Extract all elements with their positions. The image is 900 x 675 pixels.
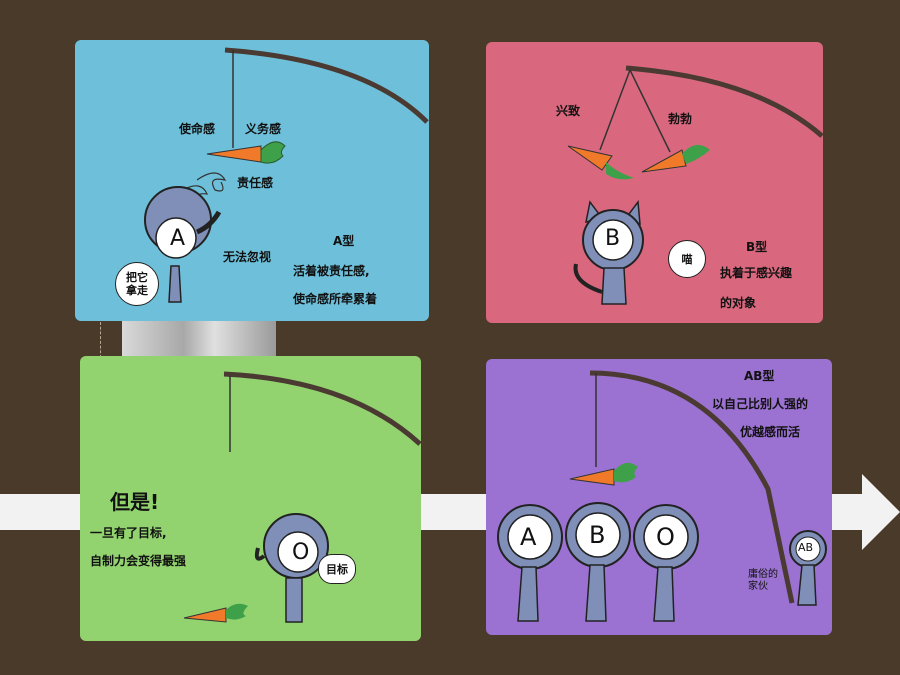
type-ab-title: AB型 <box>744 369 775 383</box>
dotted-line <box>100 322 101 358</box>
character-b-group <box>565 502 631 622</box>
type-o-desc-line1: 一旦有了目标, <box>90 526 167 540</box>
character-o <box>254 513 329 623</box>
label-cannot-ignore: 无法忽视 <box>223 250 272 264</box>
type-ab-desc-line2: 优越感而活 <box>740 425 801 439</box>
speech-bubble-goal: 目标 <box>318 554 356 584</box>
fishing-rod-icon <box>625 65 823 138</box>
letter-b-group: B <box>589 521 606 549</box>
heading-but: 但是! <box>110 490 160 514</box>
letter-ab: AB <box>798 541 814 554</box>
type-b-desc-line1: 执着于感兴趣 <box>720 266 793 280</box>
ab-label-line1: 庸俗的 <box>748 569 778 580</box>
carrot-icon <box>641 144 710 173</box>
carrot-icon <box>569 462 638 486</box>
ab-label-line2: 家伙 <box>748 581 768 592</box>
type-b-title: B型 <box>746 240 768 254</box>
label-mission: 使命感 <box>179 122 216 136</box>
carrot-icon <box>206 141 286 164</box>
character-a-group <box>497 504 563 622</box>
type-a-title: A型 <box>333 234 355 248</box>
panel-type-a: 使命感 义务感 责任感 无法忽视 A 把它 拿走 A型 活着被责任感, 使命感所… <box>75 40 429 321</box>
letter-o: O <box>292 540 310 565</box>
cat-character-b <box>573 199 644 305</box>
panel-type-ab: AB型 以自己比别人强的 优越感而活 A B O AB 庸俗的 家伙 <box>486 359 832 635</box>
label-duty: 义务感 <box>245 122 282 136</box>
label-eager: 勃勃 <box>668 112 693 126</box>
speech-bubble-take-it-away: 把它 拿走 <box>115 262 159 306</box>
character-o-group <box>633 504 699 622</box>
type-ab-desc-line1: 以自己比别人强的 <box>712 397 809 411</box>
type-a-desc-line2: 使命感所牵累着 <box>293 292 378 306</box>
character-a <box>144 186 222 303</box>
letter-o-group: O <box>656 523 675 551</box>
panel-type-b: 兴致 勃勃 B 喵 B型 执着于感兴趣 的对象 <box>486 42 823 323</box>
background-photo-strip <box>122 318 276 358</box>
label-interest: 兴致 <box>556 104 581 118</box>
carrot-icon <box>183 603 248 623</box>
letter-a: A <box>170 226 186 251</box>
label-responsibility: 责任感 <box>237 176 274 190</box>
fishing-rod-icon <box>223 371 421 446</box>
background-arrow <box>0 474 900 550</box>
panel-type-o: 但是! 一旦有了目标, 自制力会变得最强 O 目标 <box>80 356 421 641</box>
letter-b: B <box>605 226 621 251</box>
carrot-icon <box>567 145 634 180</box>
speech-bubble-meow: 喵 <box>668 240 706 278</box>
fishing-rod-icon <box>589 370 795 604</box>
type-o-desc-line2: 自制力会变得最强 <box>90 554 187 568</box>
fishing-rod-icon <box>224 47 429 124</box>
type-a-desc-line1: 活着被责任感, <box>293 264 370 278</box>
character-ab <box>789 530 827 606</box>
type-b-desc-line2: 的对象 <box>720 296 757 310</box>
letter-a-group: A <box>520 523 537 551</box>
